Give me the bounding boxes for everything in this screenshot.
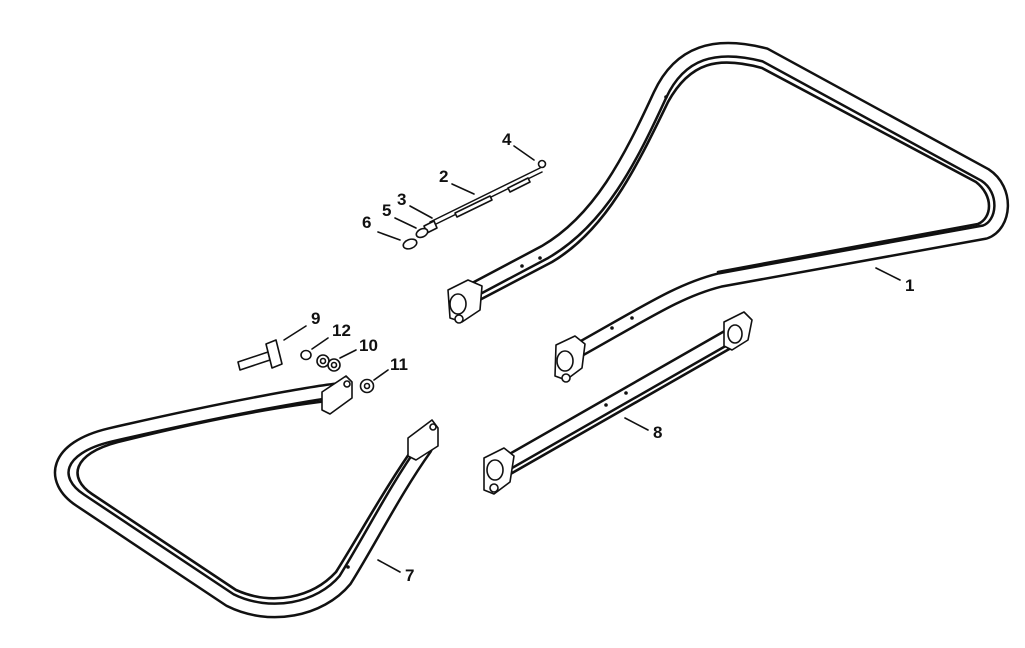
handle-frame-lower bbox=[53, 375, 439, 619]
fastener-set bbox=[237, 339, 375, 394]
callout-7: 7 bbox=[405, 566, 414, 585]
callout-5: 5 bbox=[382, 201, 391, 220]
callout-4: 4 bbox=[502, 130, 512, 149]
callout-2: 2 bbox=[439, 167, 448, 186]
callout-1: 1 bbox=[905, 276, 914, 295]
cross-tube bbox=[483, 311, 753, 495]
callout-10: 10 bbox=[359, 336, 378, 355]
cable-assembly bbox=[402, 159, 547, 250]
callout-3: 3 bbox=[397, 190, 406, 209]
callout-11: 11 bbox=[390, 355, 408, 374]
callout-6: 6 bbox=[362, 213, 371, 232]
callout-9: 9 bbox=[311, 309, 320, 328]
callout-labels: 1 2 3 4 5 6 7 8 9 10 11 12 bbox=[311, 130, 914, 585]
callout-12: 12 bbox=[332, 321, 351, 340]
handle-frame-upper bbox=[447, 41, 1010, 383]
callout-8: 8 bbox=[653, 423, 662, 442]
leader-lines bbox=[283, 145, 901, 573]
